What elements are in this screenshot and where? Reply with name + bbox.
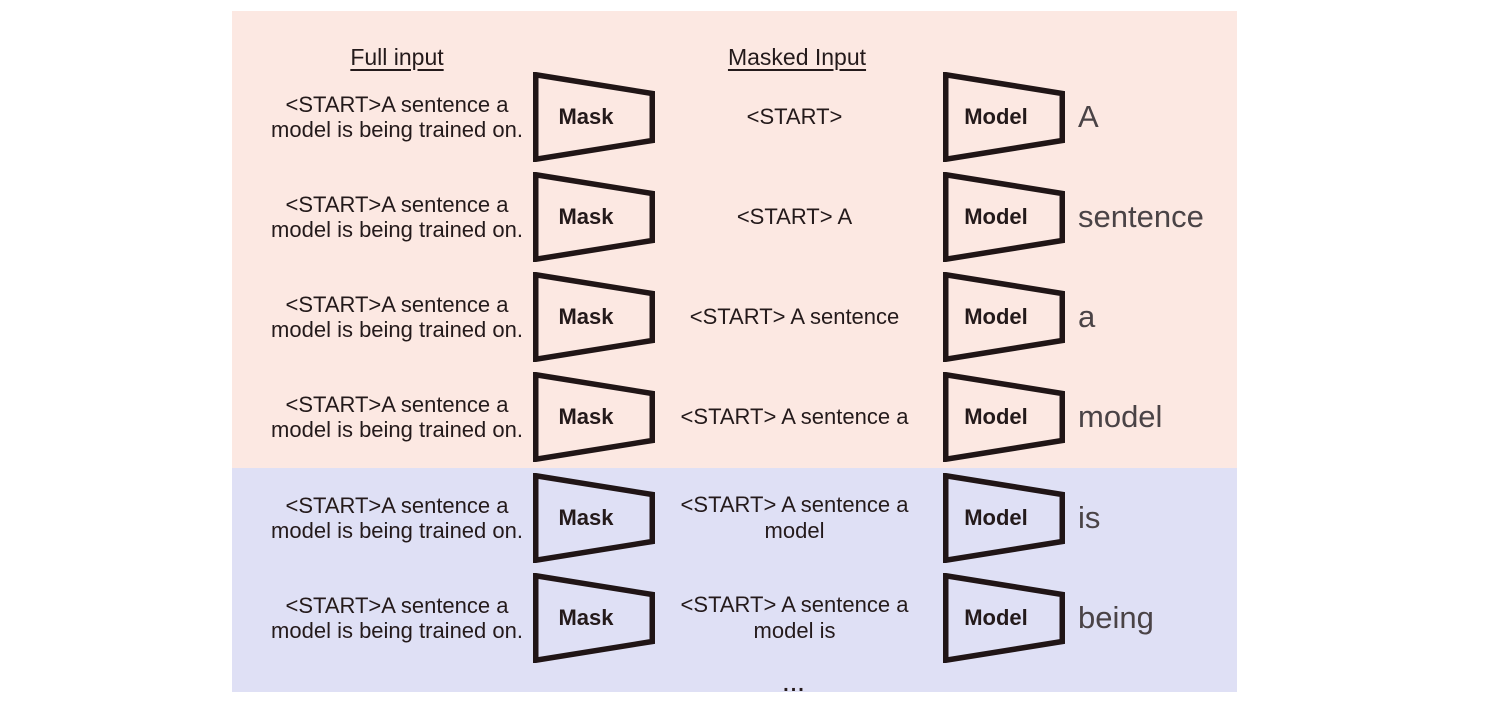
model-label: Model [964,505,1028,530]
full-input-text: <START>A sentence a model is being train… [271,593,523,643]
funnel-shape-icon [533,473,655,563]
masked-input-text: <START> A sentence a model is [680,592,909,643]
model-label: Model [964,204,1028,229]
training-row-2: <START>A sentence a model is being train… [232,167,1237,267]
funnel-shape-icon [533,172,655,262]
predicted-token: a [1078,299,1096,334]
funnel-shape-icon [943,72,1065,162]
mask-trapezoid: Mask [533,272,655,362]
predicted-token: is [1078,500,1101,535]
masked-input-text: <START> A [736,204,853,229]
mask-label: Mask [558,204,614,229]
full-input-header: Full input [350,44,444,70]
masked-input-text: <START> A sentence a [680,404,909,429]
mask-label: Mask [558,505,614,530]
funnel-shape-icon [533,573,655,663]
mask-label: Mask [558,404,614,429]
predicted-token: model [1078,399,1163,434]
funnel-shape-icon [943,473,1065,563]
full-input-text: <START>A sentence a model is being train… [271,192,523,242]
funnel-shape-icon [943,272,1065,362]
funnel-shape-icon [943,172,1065,262]
training-row-6: <START>A sentence a model is being train… [232,568,1237,668]
predicted-token: sentence [1078,199,1204,234]
masked-input-text: <START> A sentence [689,304,900,329]
blue-section-background [232,468,1237,692]
predicted-token: A [1078,99,1099,134]
predicted-token: being [1078,600,1154,635]
model-trapezoid: Model [943,272,1065,362]
training-row-5: <START>A sentence a model is being train… [232,468,1237,568]
funnel-shape-icon [533,272,655,362]
full-input-text: <START>A sentence a model is being train… [271,92,523,142]
funnel-shape-icon [943,573,1065,663]
model-trapezoid: Model [943,573,1065,663]
mask-label: Mask [558,304,614,329]
model-label: Model [964,605,1028,630]
model-label: Model [964,404,1028,429]
training-row-4: <START>A sentence a model is being train… [232,367,1237,467]
model-trapezoid: Model [943,72,1065,162]
funnel-shape-icon [533,372,655,462]
model-trapezoid: Model [943,372,1065,462]
mask-label: Mask [558,605,614,630]
training-row-1: <START>A sentence a model is being train… [232,67,1237,167]
pink-section-background [232,11,1237,468]
masked-input-text: <START> [746,104,843,129]
model-trapezoid: Model [943,473,1065,563]
mask-trapezoid: Mask [533,573,655,663]
masked-input-text: <START> A sentence a model [680,492,909,543]
mask-label: Mask [558,104,614,129]
training-row-3: <START>A sentence a model is being train… [232,267,1237,367]
funnel-shape-icon [943,372,1065,462]
funnel-shape-icon [533,72,655,162]
full-input-text: <START>A sentence a model is being train… [271,392,523,442]
mask-trapezoid: Mask [533,473,655,563]
continuation-ellipsis: ... [783,674,806,696]
model-label: Model [964,304,1028,329]
model-label: Model [964,104,1028,129]
training-diagram: Full input Masked Input <START>A sentenc… [232,11,1237,696]
model-trapezoid: Model [943,172,1065,262]
mask-trapezoid: Mask [533,372,655,462]
full-input-text: <START>A sentence a model is being train… [271,493,523,543]
masked-input-header: Masked Input [727,44,867,70]
mask-trapezoid: Mask [533,72,655,162]
mask-trapezoid: Mask [533,172,655,262]
full-input-text: <START>A sentence a model is being train… [271,292,523,342]
